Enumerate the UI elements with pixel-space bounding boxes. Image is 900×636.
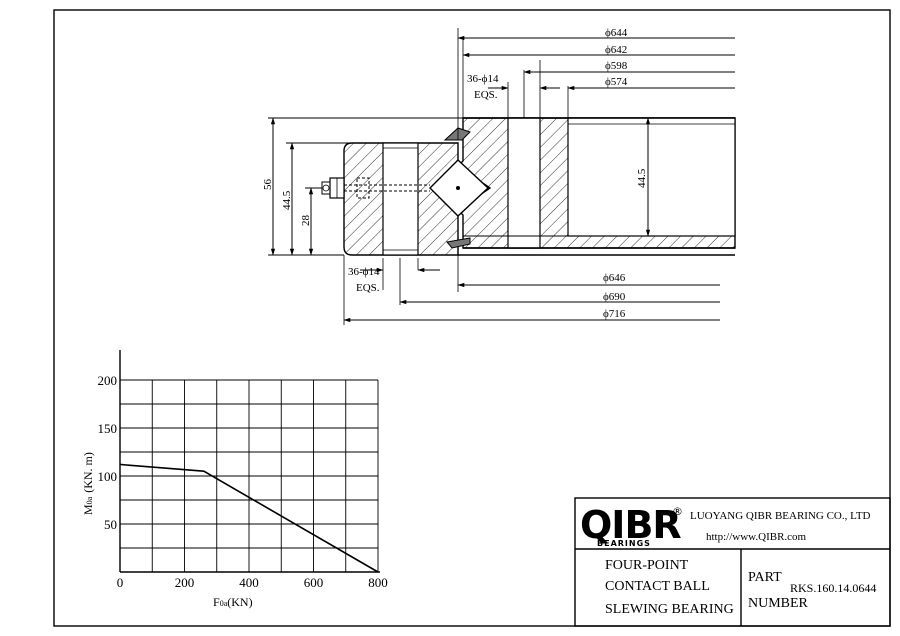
dim-598: ϕ598	[605, 60, 628, 72]
part-label-2: NUMBER	[748, 596, 809, 611]
company-website: http://www.QIBR.com	[706, 531, 807, 543]
bottom-hole-count: 36-ϕ14	[348, 266, 380, 278]
part-number: RKS.160.14.0644	[790, 581, 876, 595]
top-dimension-lines	[457, 35, 735, 91]
dim-646: ϕ646	[603, 272, 626, 284]
grease-channel	[344, 177, 430, 199]
chart-grid	[120, 379, 379, 572]
top-hole-count: 36-ϕ14	[467, 73, 499, 85]
y-axis-label: M0a(KN. m)	[81, 452, 95, 515]
dim-height-56: 56	[262, 179, 274, 191]
chart-tick-labels: 0 200 400 600 800 50 100 150 200	[98, 373, 388, 590]
y-tick-label: 100	[98, 469, 118, 484]
company-logo: QIBR BEARINGS ®	[580, 503, 683, 548]
inner-bore	[567, 117, 736, 237]
x-tick-label: 0	[117, 575, 124, 590]
height-dimension-lines	[268, 117, 651, 256]
top-seal	[443, 127, 471, 141]
dim-690: ϕ690	[603, 291, 626, 303]
bottom-seal	[446, 237, 471, 249]
y-tick-label: 50	[104, 517, 117, 532]
x-axis-label: F0a(KN)	[213, 595, 253, 609]
x-tick-label: 400	[239, 575, 259, 590]
x-tick-label: 200	[175, 575, 195, 590]
y-tick-label: 150	[98, 421, 118, 436]
part-label-1: PART	[748, 570, 782, 585]
dim-642: ϕ642	[605, 44, 627, 56]
dim-inner-height: 44.5	[636, 168, 648, 188]
svg-text:®: ®	[672, 505, 683, 518]
bearing-section-view	[321, 28, 736, 325]
svg-text:QIBR: QIBR	[580, 503, 681, 547]
grease-nipple	[321, 177, 345, 199]
inner-ring-hole	[507, 117, 541, 249]
company-name: LUOYANG QIBR BEARING CO., LTD	[690, 510, 871, 522]
load-curve	[119, 463, 379, 573]
sheet-border	[53, 9, 891, 627]
dim-height-44-5: 44.5	[281, 190, 293, 210]
bottom-hole-eqs: EQS.	[356, 282, 380, 294]
dim-height-28: 28	[300, 215, 312, 227]
dim-716: ϕ716	[603, 308, 626, 320]
y-tick-label: 200	[98, 373, 118, 388]
load-chart: 0 200 400 600 800 50 100 150 200 M0a(KN. m) F0a(…	[81, 350, 388, 609]
dim-644: ϕ644	[605, 27, 628, 39]
outer-ring-hole	[382, 142, 419, 256]
title-block	[574, 497, 891, 627]
description-line-1: FOUR-POINT	[605, 558, 689, 573]
x-tick-label: 800	[368, 575, 388, 590]
x-tick-label: 600	[304, 575, 324, 590]
svg-text:BEARINGS: BEARINGS	[597, 539, 651, 548]
ball	[456, 186, 460, 190]
bottom-dimension-lines	[343, 267, 720, 323]
description-line-3: SLEWING BEARING	[605, 602, 734, 617]
description-line-2: CONTACT BALL	[605, 579, 710, 594]
dim-574: ϕ574	[605, 76, 628, 88]
top-hole-eqs: EQS.	[474, 89, 498, 101]
